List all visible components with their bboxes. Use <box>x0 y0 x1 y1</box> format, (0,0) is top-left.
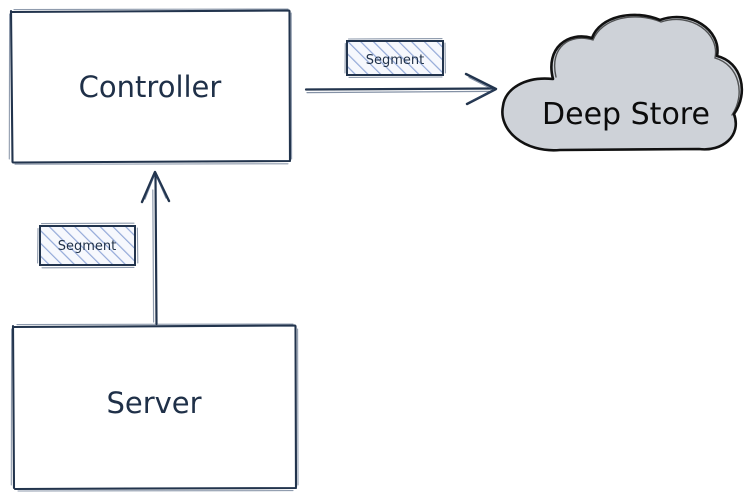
server-label: Server <box>106 386 201 420</box>
deep-store-label: Deep Store <box>542 97 710 132</box>
segment-top-label: Segment <box>366 53 425 68</box>
edge-arrow-up-line <box>154 173 158 326</box>
segment-bottom-box <box>39 225 136 266</box>
node-controller[interactable]: Controller <box>8 8 293 165</box>
segment-top-box <box>346 40 444 76</box>
node-server[interactable]: Server <box>10 323 299 492</box>
edge-arrow-up-head-sketch <box>144 174 167 200</box>
controller-box-outline-sketch <box>8 8 293 165</box>
edge-arrow-up-line-sketch <box>152 189 155 323</box>
edge-label-segment-top[interactable]: Segment <box>344 38 446 78</box>
edge-arrow-right-line <box>304 87 494 91</box>
edge-arrow-right-line-sketch <box>306 90 490 94</box>
controller-label: Controller <box>79 70 222 104</box>
segment-bottom-box-sketch <box>37 222 139 269</box>
deep-store-cloud-shape <box>501 13 743 152</box>
deep-store-cloud-sketch-overlay <box>553 16 740 116</box>
server-box-outline-sketch <box>10 323 299 492</box>
edge-arrow-up-head <box>140 170 171 204</box>
edge-label-segment-bottom[interactable]: Segment <box>37 222 139 269</box>
edge-controller-to-deep-store[interactable] <box>304 72 498 106</box>
controller-box-outline <box>9 9 292 164</box>
segment-top-box-sketch <box>344 38 446 78</box>
segment-bottom-label: Segment <box>58 239 117 254</box>
edge-arrow-right-head-sketch <box>468 76 495 103</box>
node-deep-store[interactable]: Deep Store <box>501 13 743 152</box>
edge-server-to-controller[interactable] <box>140 170 171 326</box>
server-box-outline <box>11 324 298 491</box>
